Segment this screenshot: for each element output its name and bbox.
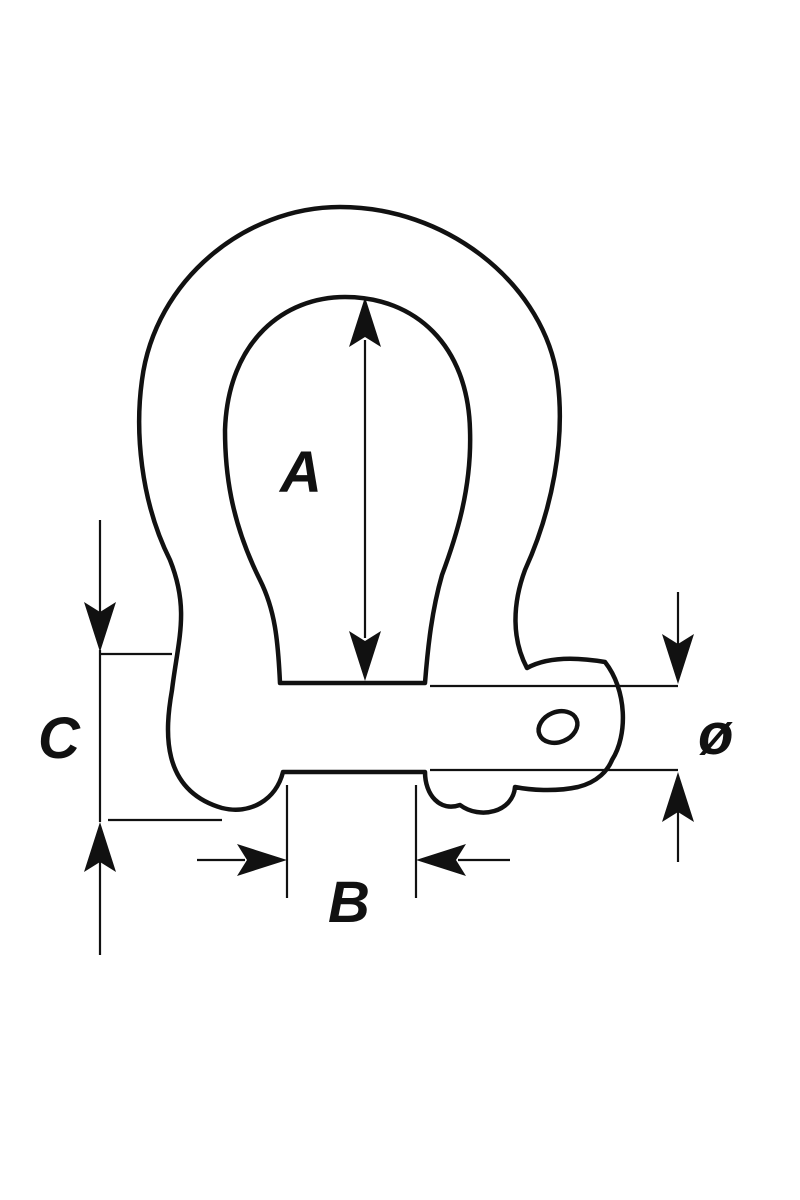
dimension-a-label: A (278, 440, 322, 505)
diameter-label: ø (698, 702, 733, 767)
dimension-c: C (38, 520, 222, 955)
diameter-arrow-top (662, 634, 694, 684)
dimension-b-label: B (328, 870, 370, 935)
dimension-b-arrow-right (416, 844, 466, 876)
dimension-a-arrow-top (349, 297, 381, 347)
dimension-c-label: C (38, 706, 81, 771)
dimension-b: B (197, 785, 510, 935)
diameter-arrow-bottom (662, 772, 694, 822)
dimension-b-arrow-left (237, 844, 287, 876)
shackle-inner-opening (222, 294, 473, 686)
dimension-diameter: ø (430, 592, 733, 862)
dimension-a: A (278, 297, 381, 681)
dimension-c-arrow-top (84, 602, 116, 652)
pin-hole (536, 708, 580, 746)
dimension-a-arrow-bottom (349, 631, 381, 681)
dimension-c-arrow-bottom (84, 822, 116, 872)
